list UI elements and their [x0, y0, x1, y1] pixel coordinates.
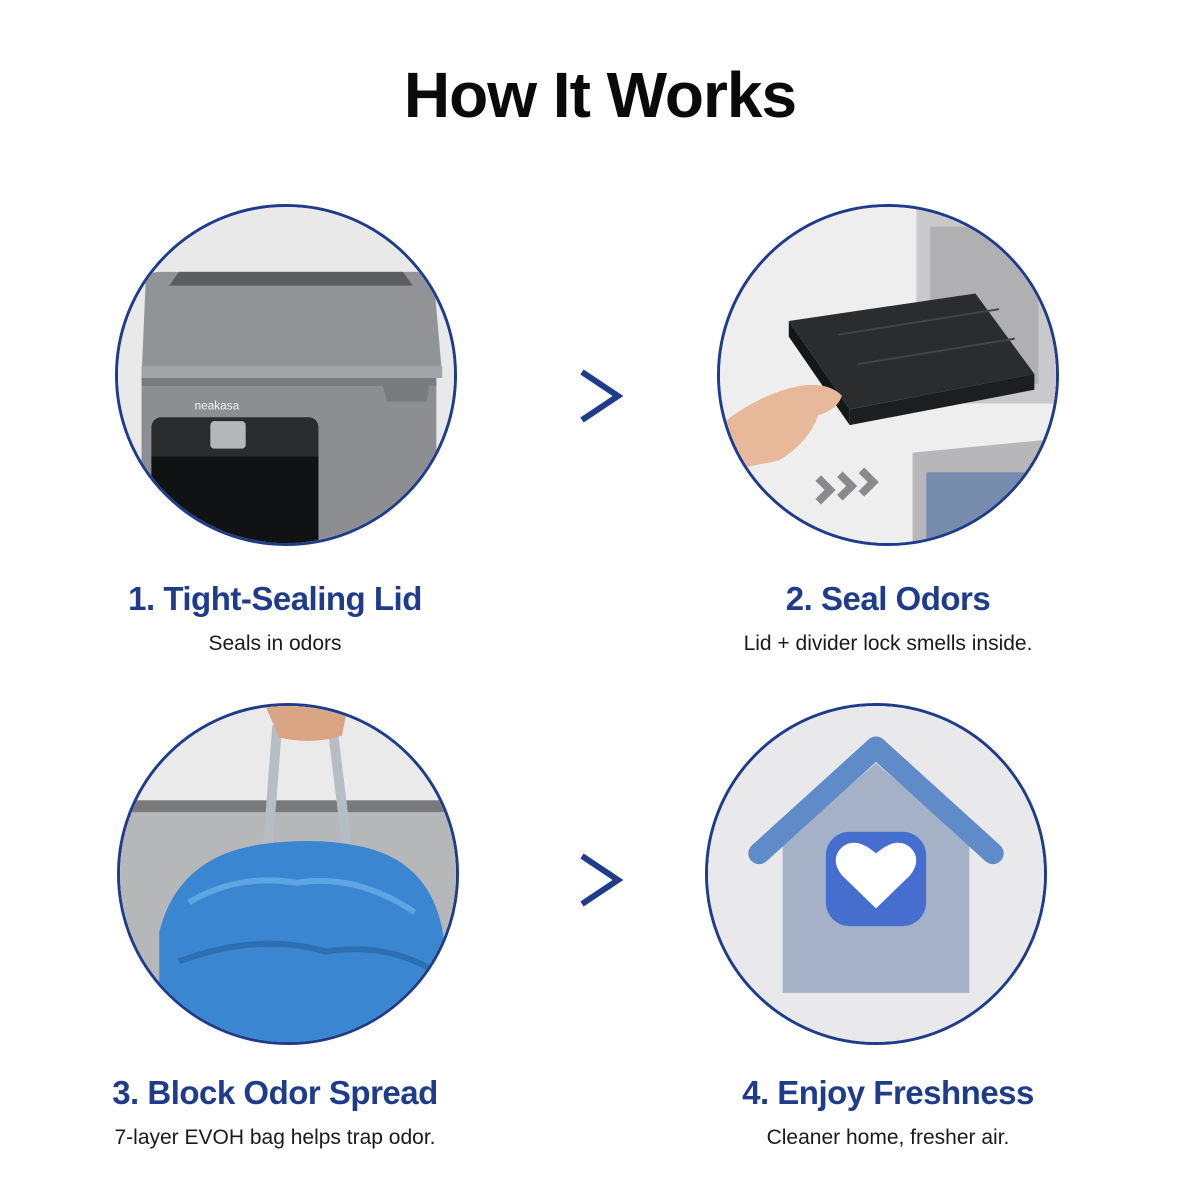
- litter-box-lid-image: neakasa: [115, 204, 457, 546]
- step-3-title: 3. Block Odor Spread: [112, 1074, 438, 1111]
- step-2-title: 2. Seal Odors: [785, 580, 991, 617]
- house-heart-icon: [708, 706, 1044, 1042]
- chevron-right-icon: [580, 369, 624, 423]
- step-3-description: 7-layer EVOH bag helps trap odor.: [114, 1126, 436, 1149]
- litter-box-lid-icon: neakasa: [118, 207, 454, 543]
- step-4-description: Cleaner home, fresher air.: [766, 1126, 1010, 1149]
- page-title: How It Works: [403, 59, 797, 131]
- house-heart-image: [705, 703, 1047, 1045]
- step-1-title: 1. Tight-Sealing Lid: [128, 580, 422, 617]
- chevron-right-icon: [580, 853, 624, 907]
- divider-drawer-image: [717, 204, 1059, 546]
- step-4-title: 4. Enjoy Freshness: [742, 1074, 1034, 1111]
- step-2-description: Lid + divider lock smells inside.: [743, 632, 1033, 655]
- brand-logo: neakasa: [195, 399, 240, 412]
- divider-drawer-icon: [720, 207, 1056, 543]
- trash-bag-image: [117, 703, 459, 1045]
- step-1-description: Seals in odors: [208, 632, 342, 655]
- trash-bag-icon: [120, 706, 456, 1042]
